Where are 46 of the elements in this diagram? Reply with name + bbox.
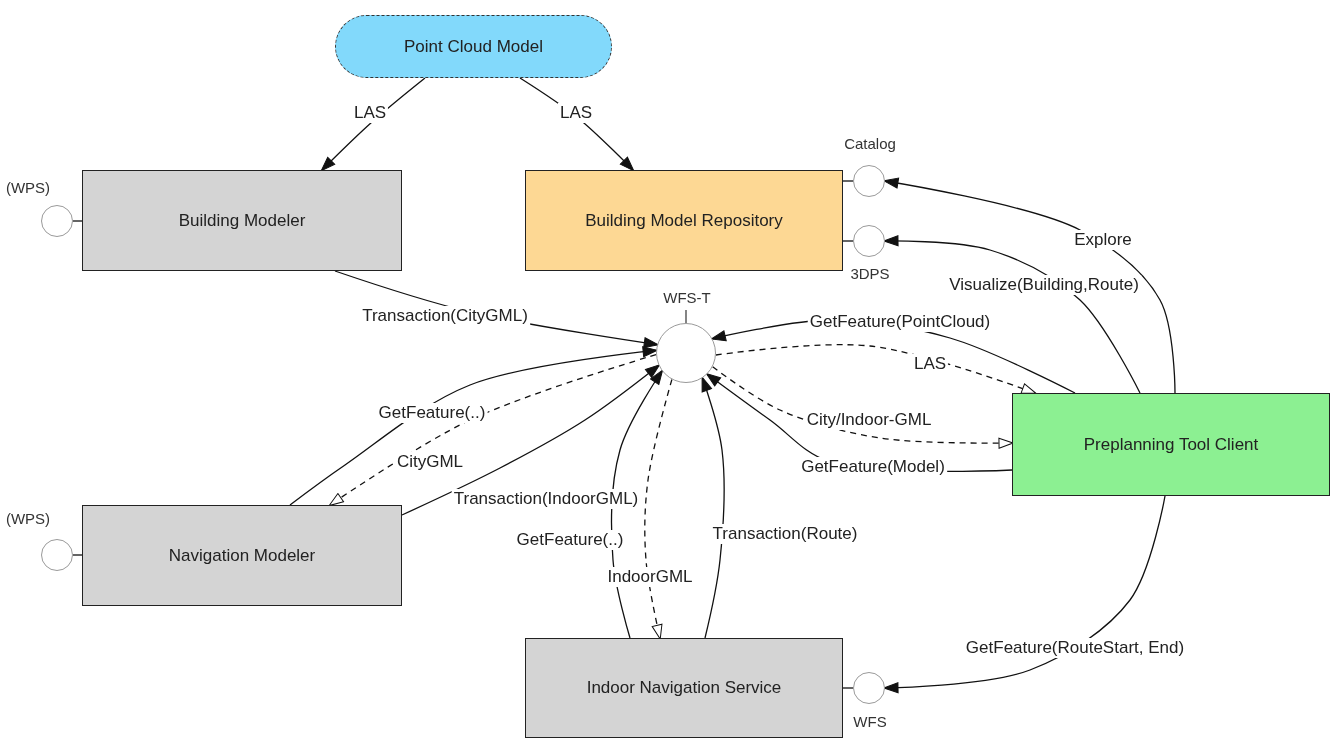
component-name: Building Model Repository [585, 210, 783, 231]
edge-label: LAS [557, 103, 595, 123]
edge-label: GetFeature(PointCloud) [807, 312, 993, 332]
edge-label: Transaction(CityGML) [360, 306, 530, 326]
component-name: Point Cloud Model [404, 36, 543, 57]
interface-label: Catalog [844, 134, 896, 152]
arrow [883, 177, 1176, 394]
connector-line [72, 220, 83, 222]
edge-label: GetFeature(Model) [799, 457, 947, 477]
arrow [644, 378, 673, 640]
edge-label: GetFeature(..) [514, 530, 626, 550]
edge-label: City/Indoor-GML [804, 410, 934, 430]
arrow [328, 353, 657, 507]
connector-line [72, 554, 83, 556]
edge-label: Visualize(Building,Route) [947, 275, 1141, 295]
component-name: Preplanning Tool Client [1083, 434, 1259, 455]
edge-label: GetFeature(..) [376, 403, 488, 423]
connector-line [842, 240, 854, 242]
component-box [1012, 393, 1330, 496]
component-box [525, 638, 843, 738]
arrow [320, 77, 426, 172]
arrow [712, 366, 1014, 449]
component-name: Building Modeler [178, 210, 306, 231]
arrow [701, 376, 725, 639]
component-box [82, 505, 402, 606]
connector-line [842, 687, 854, 689]
component-box [82, 170, 402, 271]
arrow [883, 235, 1141, 394]
interface-label: (WPS) [5, 178, 51, 196]
arrow [401, 364, 660, 516]
interface-label: (WPS) [5, 509, 51, 527]
component-box [525, 170, 843, 271]
interface-label: WFS-T [663, 288, 711, 306]
edge-label: CityGML [394, 452, 466, 472]
arrow [883, 495, 1166, 694]
interface-label: 3DPS [850, 264, 890, 282]
arrow [289, 346, 658, 506]
edge-label: GetFeature(RouteStart, End) [963, 638, 1187, 658]
component-name: Navigation Modeler [168, 545, 316, 566]
connector-line [842, 180, 854, 182]
edge-label: Explore [1072, 230, 1134, 250]
edge-label: Transaction(Route) [710, 524, 860, 544]
arrow [715, 344, 1037, 394]
component-name: Indoor Navigation Service [586, 678, 782, 698]
edge-label: Transaction(IndoorGML) [451, 489, 641, 509]
interface-label: WFS [853, 712, 887, 730]
